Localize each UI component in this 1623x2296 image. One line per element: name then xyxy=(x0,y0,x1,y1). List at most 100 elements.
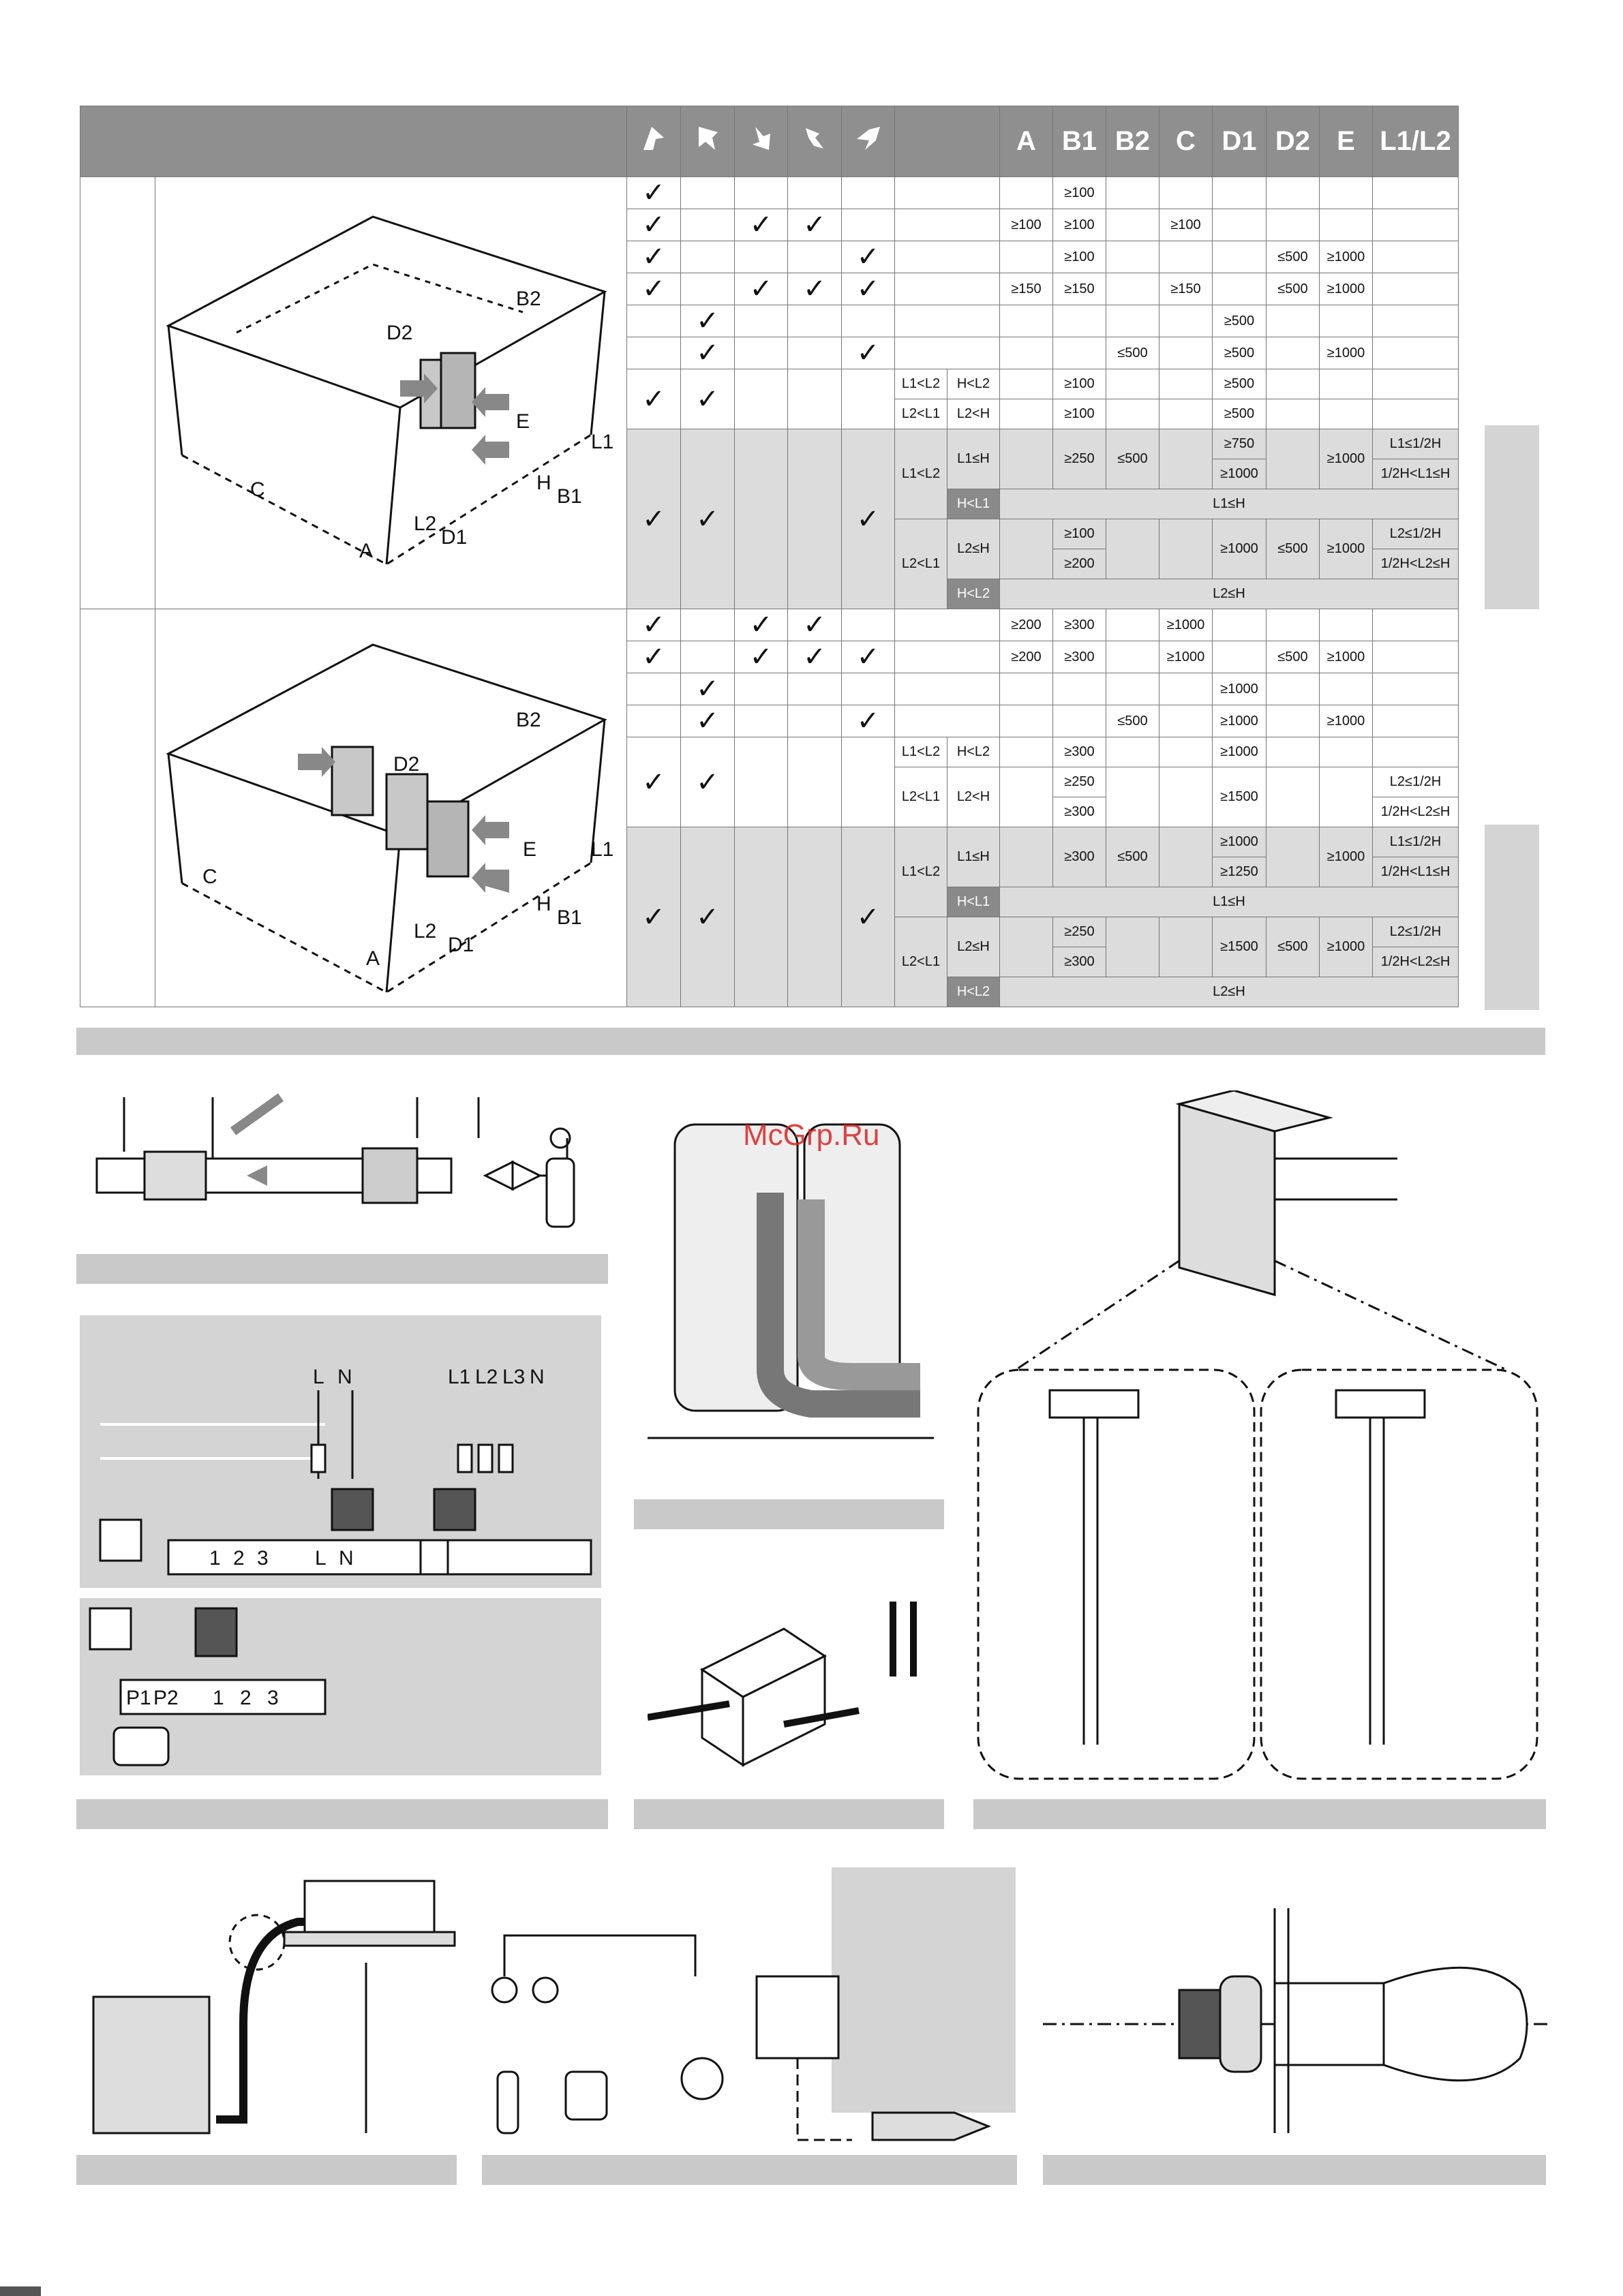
check-cell xyxy=(680,609,735,641)
check-cell xyxy=(626,673,681,705)
value-cell-d1: ≥500 xyxy=(1212,305,1266,337)
check-cell: ✓ xyxy=(626,737,681,827)
cond1: L2<L1 xyxy=(894,399,947,429)
crossed-cond-h-l1: H<L1 xyxy=(947,489,1000,519)
check-cell xyxy=(841,209,895,241)
check-cell: ✓ xyxy=(626,369,681,429)
value-cell-c xyxy=(1159,705,1213,737)
cond-l1l2: L1<L2 xyxy=(894,429,947,519)
value-cell-b1: ≥250 xyxy=(1052,429,1106,489)
col-header-b1: B1 xyxy=(1052,106,1106,177)
value-cell-b1: ≥300 xyxy=(1052,827,1106,887)
value-cell-c: ≥150 xyxy=(1159,273,1213,305)
vacuum-charge-figure xyxy=(491,1867,1016,2141)
value-cell-b2 xyxy=(1106,519,1159,579)
value-cell-c xyxy=(1159,827,1213,887)
caption-bar-drain xyxy=(76,2155,457,2185)
check-cell xyxy=(787,241,842,273)
value-cell-l: L1≤1/2H xyxy=(1372,429,1459,459)
value-cell-b1: ≥300 xyxy=(1052,609,1106,641)
check-cell: ✓ xyxy=(626,827,681,1007)
value-cell-l: 1/2H<L1≤H xyxy=(1372,459,1459,489)
check-cell xyxy=(734,369,788,429)
check-cell: ✓ xyxy=(734,273,788,305)
drain-height-figure xyxy=(92,1880,456,2134)
check-cell: ✓ xyxy=(626,177,681,209)
value-cell-a: ≥200 xyxy=(999,609,1053,641)
value-cell-b2 xyxy=(1106,737,1159,767)
value-cell-d1 xyxy=(1212,177,1266,209)
check-cell: ✓ xyxy=(626,273,681,305)
check-cell: ✓ xyxy=(680,827,735,1007)
value-cell-a xyxy=(999,177,1053,209)
section-2-label-cell xyxy=(80,609,155,1007)
value-cell-b1: ≥100 xyxy=(1052,369,1106,399)
caption-bar-compressor xyxy=(634,1499,944,1529)
condition-cell xyxy=(894,641,1000,673)
value-cell-a: ≥100 xyxy=(999,209,1053,241)
value-cell-d1: ≥1500 xyxy=(1212,917,1266,977)
check-cell: ✓ xyxy=(680,305,735,337)
value-cell-c xyxy=(1159,241,1213,273)
dim-a-label: A xyxy=(359,540,373,562)
cond1: L1<L2 xyxy=(894,737,947,767)
terminal-connection-figure xyxy=(977,1090,1538,1780)
dim-l1-label: L1 xyxy=(591,431,613,453)
table-row: ✓ ≥100 xyxy=(80,177,1459,609)
value-cell-l xyxy=(1372,399,1459,429)
value-cell-d2: ≤500 xyxy=(1266,917,1320,977)
check-cell xyxy=(734,177,788,209)
value-cell-c xyxy=(1159,429,1213,489)
value-cell-l: L1≤1/2H xyxy=(1372,827,1459,857)
dim-c-label-2: C xyxy=(202,866,217,888)
condition-cell xyxy=(894,177,1000,209)
value-cell-b1 xyxy=(1052,673,1106,705)
check-cell: ✓ xyxy=(626,209,681,241)
value-cell-b1: ≥300 xyxy=(1052,947,1106,977)
condition-cell xyxy=(894,609,1000,641)
value-cell-e xyxy=(1319,673,1373,705)
airflow-icon-5 xyxy=(841,106,895,177)
condition-cell xyxy=(894,241,1000,273)
section-1-figure-cell xyxy=(155,177,627,609)
terminal-2: 2 xyxy=(233,1547,245,1570)
terminal-p1: P1 xyxy=(126,1687,151,1709)
value-cell-d2 xyxy=(1266,399,1320,429)
check-cell xyxy=(787,827,842,1007)
check-cell xyxy=(787,705,842,737)
terminal-i1: 1 xyxy=(213,1687,224,1709)
value-cell-e xyxy=(1319,737,1373,767)
value-cell-b2: ≤500 xyxy=(1106,337,1159,369)
value-cell-d1: ≥1000 xyxy=(1212,705,1266,737)
check-cell xyxy=(734,337,788,369)
dim-l2-label-2: L2 xyxy=(414,920,436,943)
check-cell: ✓ xyxy=(626,609,681,641)
check-cell xyxy=(680,177,735,209)
watermark: McGrp.Ru xyxy=(743,1118,879,1152)
value-cell-d2 xyxy=(1266,767,1320,827)
value-cell-a xyxy=(999,737,1053,767)
table-row: ✓ ≥500 xyxy=(80,305,1459,337)
col-header-e: E xyxy=(1319,106,1373,177)
value-cell-a xyxy=(999,337,1053,369)
crossed-cond-h-l1: H<L1 xyxy=(947,887,1000,917)
section-1-label-cell xyxy=(80,177,155,609)
dim-d1-label: D1 xyxy=(441,526,467,549)
value-cell-b2 xyxy=(1106,177,1159,209)
col-header-c: C xyxy=(1159,106,1213,177)
value-cell-l: L2≤1/2H xyxy=(1372,917,1459,947)
value-cell-d1: ≥1000 xyxy=(1212,737,1266,767)
check-cell xyxy=(734,827,788,1007)
dim-b2-label-2: B2 xyxy=(516,709,541,731)
check-cell xyxy=(787,737,842,827)
cond2: L2<H xyxy=(947,767,1000,827)
value-cell-b1: ≥150 xyxy=(1052,273,1106,305)
check-cell xyxy=(787,305,842,337)
wiring-label-l: L xyxy=(313,1366,324,1388)
value-cell-c xyxy=(1159,337,1213,369)
check-cell xyxy=(734,241,788,273)
